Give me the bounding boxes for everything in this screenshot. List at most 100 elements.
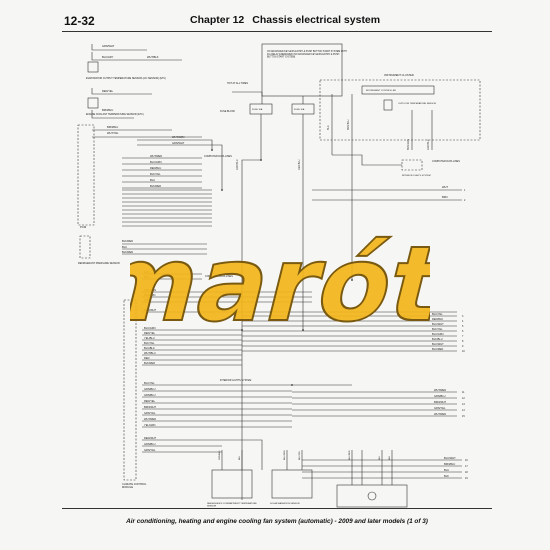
wire-label: GRN/BLU [236,159,239,170]
splice-dot [241,329,243,331]
splice-dot [351,279,353,281]
wire-label: GRN/BLU [427,139,430,150]
wire [91,52,182,61]
climate-module-label: CLIMATE CONTROL [122,482,147,486]
interior-lights-box [401,159,423,171]
wire-label: RED/WHT [144,308,157,312]
pin-number: 18 [465,471,468,474]
pin-number: 3 [462,315,464,318]
pin-number: 17 [465,465,468,468]
wire-label: WHT/YEL [107,131,119,135]
watermark-logo: maróti [130,222,430,345]
wire-label: RED/YEL [102,89,114,93]
pcm-label: PCM [80,225,87,229]
figure-caption: Air conditioning, heating and engine coo… [126,518,428,525]
page-number: 12-32 [64,14,95,28]
wire-label: BLU/BLK [144,346,155,350]
refrigerant-sensor-label: REFRIGERANT PRESSURE SENSOR [78,262,120,265]
wire-label: YEL/GRN [144,423,156,427]
pin-number: 19 [465,477,468,480]
splice-dot [221,189,223,191]
wire-label: WHT/GRN [172,135,185,139]
wire-label: WHT/BLU [144,351,156,355]
instrument-cluster-label: INSTRUMENT CLUSTER [384,73,414,77]
wire-label: BLU [327,125,330,130]
fuse-b-label: FUSE 10A [294,108,305,111]
wire-label: WHT [442,185,448,189]
wire-label: BLU/RED [349,450,351,460]
wire [137,139,213,150]
outdoor-sensor-label: OUTDOOR TEMPERATURE SENSOR [398,102,436,105]
pin-number: 15 [462,415,465,418]
wire-label: GRN/WHT [172,141,185,145]
pin-number: 9 [462,345,464,348]
wire-label: BLK/RED [122,250,133,254]
wire-label: GRN/YEL [434,406,446,410]
power-box-label: BUTTON START SYSTEM) [267,56,295,59]
wire-label: BLK/RED [150,184,161,188]
splice-dot [260,159,262,161]
wire-label: GRN/YEL [144,448,156,452]
solar-sensor-label: SOLAR RADIATION SENSOR [270,502,300,505]
computer-data-lines-label: COMPUTER DATA LINES [204,155,232,158]
splice-dot [302,329,304,331]
wire-label: RED/WHT [144,436,157,440]
wire-label: GRN/BLU [144,393,156,397]
wire-label: RED [144,356,150,360]
wire-label: GRY/GRN [144,288,156,292]
coolant-sensor-label: ENGINE COOLANT TEMPERATURE SENSOR (ETC) [86,113,144,116]
passenger-sensor-label: SENSOR [207,506,217,508]
wire-label: BRN/WHT [434,400,447,404]
wire-label: BLK/GRN [144,293,156,297]
wire-label: BLU/WHT [444,456,456,460]
evaporator-sensor-symbol [87,61,99,73]
hot-at-all-times-label: HOT AT ALL TIMES [227,82,248,85]
wire-label: BLU [122,245,127,249]
splice-dot [211,149,213,151]
wire-label: BLU/YEL [144,381,155,385]
wire-label: BRN/BLU [102,108,113,112]
wire [137,144,223,190]
wire-label: BLU [444,468,449,472]
wire-label: GRN/BLU [219,450,221,460]
wire-label: BLU [144,275,149,279]
wire [332,154,402,166]
wire-label: BLK/BLU [432,337,443,341]
solar-sensor-box [271,469,313,499]
power-source-box [261,43,343,97]
wire-label: BLU [150,178,155,182]
fuse-a-label: FUSE 10A [252,108,263,111]
wire-label: WHT/RED [144,417,156,421]
wire-label: BLK/YEL [150,172,161,176]
wire-label: GRN/BLU [144,442,156,446]
wire-label: BLU/GRN [432,332,444,336]
wire [91,110,134,119]
coolant-sensor-symbol [87,97,99,109]
wire-label: BLK/RED [122,239,133,243]
wire-label: RED/BLU [150,166,161,170]
wire-label: BRN [442,195,448,199]
pin-number: 5 [462,325,464,328]
pin-number: 13 [462,403,465,406]
wire-label: YEL/BLU [144,336,155,340]
interior-lights-label: INTERIOR LIGHTS SYSTEM [402,175,431,177]
cluster-controller-label: INSTRUMENT CONTROLLER [366,90,396,92]
instrument-cluster-box [319,79,481,141]
fuse-block-label: FUSE BLOCK [220,110,236,113]
wire-label: GRN/YEL [144,411,156,415]
interior-lights-2-label: INTERIOR LIGHTS SYSTEM [220,379,251,382]
pin-number: 10 [462,350,465,353]
wire-label: WHT/RED [434,388,446,392]
computer-data-lines-2-label: COMPUTER DATA LINES [205,275,233,278]
evaporator-sensor-label: EVAPORATOR OUTPUT TEMPERATURE SENSOR (A/… [86,77,166,80]
wire-label: BLU/GRY [102,55,114,59]
wire-label: RED/YEL [144,331,156,335]
pin-number: 2 [464,199,466,202]
wire-label: GRN/BLU [144,387,156,391]
pin-number: 7 [462,335,464,338]
outdoor-sensor-symbol [383,99,393,111]
pin-number: 11 [462,391,465,394]
